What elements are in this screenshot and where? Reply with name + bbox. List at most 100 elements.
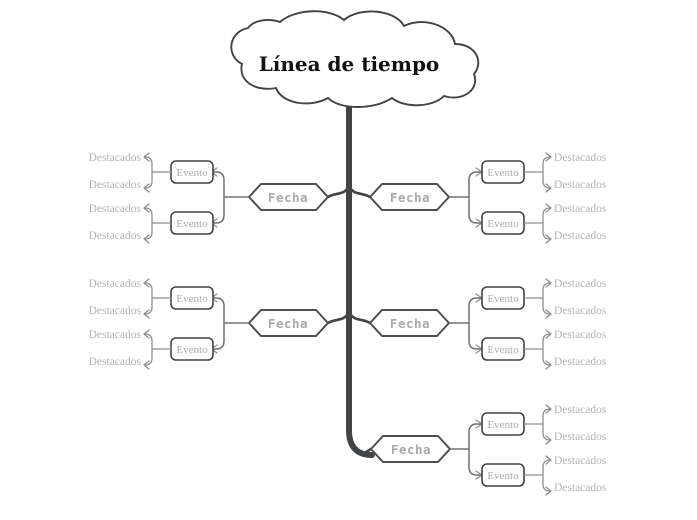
- highlight-label: Destacados: [554, 305, 607, 317]
- branch-right-1-date-node[interactable]: Fecha: [369, 183, 450, 211]
- highlight-label: Destacados: [554, 482, 607, 494]
- branch-left-1-fork-lower: [212, 197, 225, 224]
- highlight-fork-upper: [144, 282, 153, 298]
- branch-right-2-event-2[interactable]: Evento Destacados Destacados: [481, 329, 607, 370]
- branch-left-2-date-node[interactable]: Fecha: [248, 309, 329, 337]
- highlight-label: Destacados: [89, 152, 142, 164]
- arrow-icon: [143, 309, 150, 319]
- arrow-icon: [143, 278, 150, 288]
- branch-left-1-event-2[interactable]: Evento Destacados Destacados: [89, 203, 214, 244]
- event-label: Evento: [176, 344, 208, 356]
- highlight-label: Destacados: [89, 278, 142, 290]
- date-label: Fecha: [390, 190, 430, 205]
- event-label: Evento: [176, 167, 208, 179]
- branch-left-1-stem: [326, 184, 351, 199]
- branch-right-1-event-2[interactable]: Evento Destacados Destacados: [481, 203, 607, 244]
- branch-left-2-event-1[interactable]: Evento Destacados Destacados: [89, 278, 214, 319]
- highlight-label: Destacados: [554, 431, 607, 443]
- arrow-icon: [143, 234, 150, 244]
- arrow-icon: [545, 234, 552, 244]
- highlight-fork-lower: [542, 298, 551, 315]
- highlight-label: Destacados: [554, 230, 607, 242]
- branch-right-3-date-node[interactable]: Fecha: [370, 435, 451, 463]
- branch-right-3-event-1[interactable]: Evento Destacados Destacados: [481, 404, 607, 445]
- highlight-label: Destacados: [89, 230, 142, 242]
- branch-right-3-fork-upper: [468, 423, 481, 449]
- highlight-fork-upper: [144, 333, 153, 349]
- branch-right-3[interactable]: Fecha Evento Destacados Destacados Event…: [364, 404, 607, 496]
- trunk-line: [346, 89, 375, 458]
- arrow-icon: [545, 435, 552, 445]
- highlight-fork-lower: [144, 172, 153, 189]
- highlight-fork-upper: [542, 207, 551, 223]
- event-label: Evento: [487, 218, 519, 230]
- branch-left-2-event-2[interactable]: Evento Destacados Destacados: [89, 329, 214, 370]
- arrow-icon: [545, 486, 552, 496]
- event-label: Evento: [487, 470, 519, 482]
- branch-right-2-fork-lower: [468, 323, 481, 350]
- root-node[interactable]: Línea de tiempo: [230, 10, 480, 108]
- branch-right-2-event-1[interactable]: Evento Destacados Destacados: [481, 278, 607, 319]
- branch-right-2-date-node[interactable]: Fecha: [369, 309, 450, 337]
- arrow-icon: [545, 329, 552, 339]
- highlight-label: Destacados: [554, 356, 607, 368]
- branch-right-1-event-1[interactable]: Evento Destacados Destacados: [481, 152, 607, 193]
- cloud-shape: [230, 10, 480, 108]
- highlight-label: Destacados: [554, 278, 607, 290]
- highlight-fork-lower: [144, 349, 153, 366]
- arrow-icon: [545, 152, 552, 162]
- arrow-icon: [143, 329, 150, 339]
- highlight-label: Destacados: [89, 203, 142, 215]
- arrow-icon: [143, 203, 150, 213]
- branch-left-2-fork-upper: [212, 297, 225, 323]
- event-label: Evento: [487, 293, 519, 305]
- highlight-label: Destacados: [89, 305, 142, 317]
- branch-left-2-stem: [326, 310, 351, 325]
- event-label: Evento: [487, 167, 519, 179]
- branch-left-1-date-node[interactable]: Fecha: [248, 183, 329, 211]
- highlight-fork-lower: [542, 349, 551, 366]
- arrow-icon: [143, 152, 150, 162]
- branch-right-3-event-2[interactable]: Evento Destacados Destacados: [481, 455, 607, 496]
- highlight-fork-lower: [542, 172, 551, 189]
- highlight-fork-lower: [542, 475, 551, 492]
- highlight-label: Destacados: [554, 179, 607, 191]
- highlight-fork-upper: [542, 282, 551, 298]
- highlight-label: Destacados: [554, 404, 607, 416]
- branch-left-1-event-1[interactable]: Evento Destacados Destacados: [89, 152, 214, 193]
- highlight-fork-lower: [144, 298, 153, 315]
- highlight-label: Destacados: [554, 203, 607, 215]
- highlight-label: Destacados: [89, 356, 142, 368]
- date-label: Fecha: [268, 190, 308, 205]
- highlight-fork-lower: [542, 223, 551, 240]
- branch-right-2[interactable]: Fecha Evento Destacados Destacados Event…: [347, 278, 607, 370]
- branch-right-1-stem: [347, 184, 372, 199]
- arrow-icon: [545, 360, 552, 370]
- arrow-icon: [143, 360, 150, 370]
- highlight-label: Destacados: [89, 179, 142, 191]
- highlight-fork-upper: [542, 408, 551, 424]
- branch-right-1-fork-lower: [468, 197, 481, 224]
- highlight-label: Destacados: [554, 329, 607, 341]
- branch-left-2[interactable]: Fecha Evento Destacados Destacados Event…: [89, 278, 351, 370]
- highlight-label: Destacados: [554, 455, 607, 467]
- arrow-icon: [545, 309, 552, 319]
- arrow-icon: [545, 278, 552, 288]
- highlight-fork-upper: [542, 333, 551, 349]
- event-label: Evento: [487, 419, 519, 431]
- branch-left-1-fork-upper: [212, 171, 225, 197]
- highlight-fork-upper: [542, 459, 551, 475]
- branch-left-1[interactable]: Fecha Evento Destacados Destacados Event…: [89, 152, 351, 244]
- hexagon-shape: [248, 183, 329, 211]
- branch-left-2-fork-lower: [212, 323, 225, 350]
- highlight-label: Destacados: [554, 152, 607, 164]
- hexagon-shape: [248, 309, 329, 337]
- event-label: Evento: [176, 293, 208, 305]
- arrow-icon: [545, 183, 552, 193]
- arrow-icon: [545, 404, 552, 414]
- date-label: Fecha: [268, 316, 308, 331]
- branch-right-1-fork-upper: [468, 171, 481, 197]
- branch-right-2-fork-upper: [468, 297, 481, 323]
- branch-right-1[interactable]: Fecha Evento Destacados Destacados Event…: [347, 152, 607, 244]
